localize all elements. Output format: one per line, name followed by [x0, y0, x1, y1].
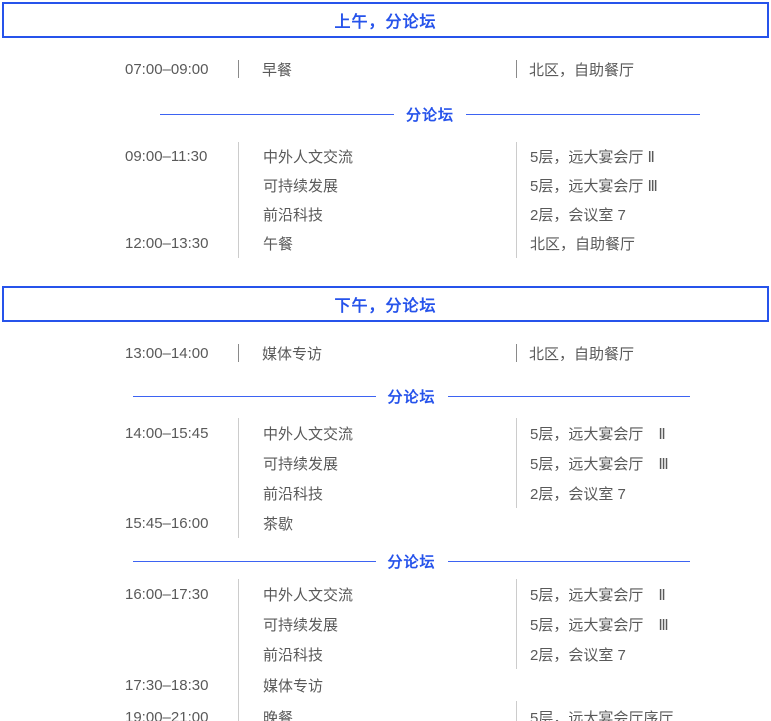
row-location: 2层，会议室 7 — [516, 200, 771, 229]
schedule-row: 09:00–11:30 中外人文交流 5层，远大宴会厅 Ⅱ — [0, 142, 771, 171]
row-event: 媒体专访 — [238, 669, 516, 701]
section-header-morning: 上午，分论坛 — [2, 2, 769, 38]
divider-line-right — [447, 560, 691, 562]
forum-divider: 分论坛 — [160, 104, 701, 124]
schedule-row: 可持续发展 5层，远大宴会厅 Ⅲ — [0, 448, 771, 478]
row-time: 16:00–17:30 — [125, 585, 209, 603]
schedule-row-media-interview: 13:00–14:00 媒体专访 北区，自助餐厅 — [0, 338, 771, 368]
schedule-group-morning: 09:00–11:30 中外人文交流 5层，远大宴会厅 Ⅱ 可持续发展 5层，远… — [0, 142, 771, 258]
schedule-row: 14:00–15:45 中外人文交流 5层，远大宴会厅 Ⅱ — [0, 418, 771, 448]
divider-line-right — [466, 113, 701, 115]
divider-line-left — [133, 395, 376, 397]
schedule-row: 前沿科技 2层，会议室 7 — [0, 478, 771, 508]
row-time: 12:00–13:30 — [125, 235, 209, 252]
row-time: 17:30–18:30 — [125, 676, 209, 694]
row-event: 前沿科技 — [238, 478, 516, 508]
row-time — [125, 609, 238, 639]
schedule-row: 16:00–17:30 中外人文交流 5层，远大宴会厅 Ⅱ — [0, 579, 771, 609]
schedule-row: 前沿科技 2层，会议室 7 — [0, 200, 771, 229]
row-location: 北区，自助餐厅 — [516, 54, 771, 84]
row-time: 19:00–21:00 — [125, 708, 209, 721]
row-event: 前沿科技 — [238, 639, 516, 669]
schedule-row: 可持续发展 5层，远大宴会厅 Ⅲ — [0, 171, 771, 200]
row-location: 5层，远大宴会厅 Ⅲ — [516, 609, 771, 639]
row-location: 2层，会议室 7 — [516, 639, 771, 669]
row-event: 午餐 — [238, 229, 516, 258]
row-event: 媒体专访 — [238, 338, 516, 368]
row-location — [516, 669, 771, 701]
row-time — [125, 639, 238, 669]
row-time: 09:00–11:30 — [125, 148, 208, 165]
forum-divider: 分论坛 — [133, 386, 691, 406]
row-time — [125, 478, 238, 508]
row-location: 北区，自助餐厅 — [516, 338, 771, 368]
row-time: 07:00–09:00 — [125, 60, 209, 78]
divider-line-left — [160, 113, 394, 115]
row-location: 5层，远大宴会厅 Ⅱ — [516, 579, 771, 609]
row-location — [516, 508, 771, 538]
schedule-group-late-afternoon: 16:00–17:30 中外人文交流 5层，远大宴会厅 Ⅱ 可持续发展 5层，远… — [0, 579, 771, 721]
row-location: 5层，远大宴会厅 Ⅱ — [516, 142, 771, 171]
row-location: 5层，远大宴会厅序厅 — [516, 701, 771, 721]
schedule-row-breakfast: 07:00–09:00 早餐 北区，自助餐厅 — [0, 54, 771, 84]
divider-label: 分论坛 — [406, 106, 455, 124]
row-event: 可持续发展 — [238, 448, 516, 478]
divider-label: 分论坛 — [387, 553, 436, 571]
row-time — [125, 448, 238, 478]
schedule-row-media-interview: 17:30–18:30 媒体专访 — [0, 669, 771, 701]
row-time — [125, 200, 238, 229]
row-event: 晚餐 — [238, 701, 516, 721]
row-location: 北区，自助餐厅 — [516, 229, 771, 258]
row-event: 中外人文交流 — [238, 142, 516, 171]
schedule-row-tea-break: 15:45–16:00 茶歇 — [0, 508, 771, 538]
row-event: 可持续发展 — [238, 609, 516, 639]
row-event: 前沿科技 — [238, 200, 516, 229]
row-time: 15:45–16:00 — [125, 514, 209, 532]
row-event: 中外人文交流 — [238, 579, 516, 609]
section-title-morning: 上午，分论坛 — [334, 14, 437, 31]
divider-line-left — [133, 560, 376, 562]
row-location: 5层，远大宴会厅 Ⅲ — [516, 171, 771, 200]
schedule-row-dinner: 19:00–21:00 晚餐 5层，远大宴会厅序厅 — [0, 701, 771, 721]
row-location: 2层，会议室 7 — [516, 478, 771, 508]
schedule-row-lunch: 12:00–13:30 午餐 北区，自助餐厅 — [0, 229, 771, 258]
schedule-row: 前沿科技 2层，会议室 7 — [0, 639, 771, 669]
row-location: 5层，远大宴会厅 Ⅲ — [516, 448, 771, 478]
row-location: 5层，远大宴会厅 Ⅱ — [516, 418, 771, 448]
row-time: 13:00–14:00 — [125, 344, 209, 362]
divider-line-right — [447, 395, 691, 397]
row-time — [125, 171, 238, 200]
divider-label: 分论坛 — [387, 388, 436, 406]
schedule-row: 可持续发展 5层，远大宴会厅 Ⅲ — [0, 609, 771, 639]
row-time: 14:00–15:45 — [125, 424, 209, 442]
section-header-afternoon: 下午，分论坛 — [2, 286, 769, 322]
forum-divider: 分论坛 — [133, 551, 691, 571]
row-event: 茶歇 — [238, 508, 516, 538]
row-event: 早餐 — [238, 54, 516, 84]
schedule-group-early-afternoon: 14:00–15:45 中外人文交流 5层，远大宴会厅 Ⅱ 可持续发展 5层，远… — [0, 418, 771, 538]
row-event: 中外人文交流 — [238, 418, 516, 448]
section-title-afternoon: 下午，分论坛 — [334, 298, 437, 315]
row-event: 可持续发展 — [238, 171, 516, 200]
